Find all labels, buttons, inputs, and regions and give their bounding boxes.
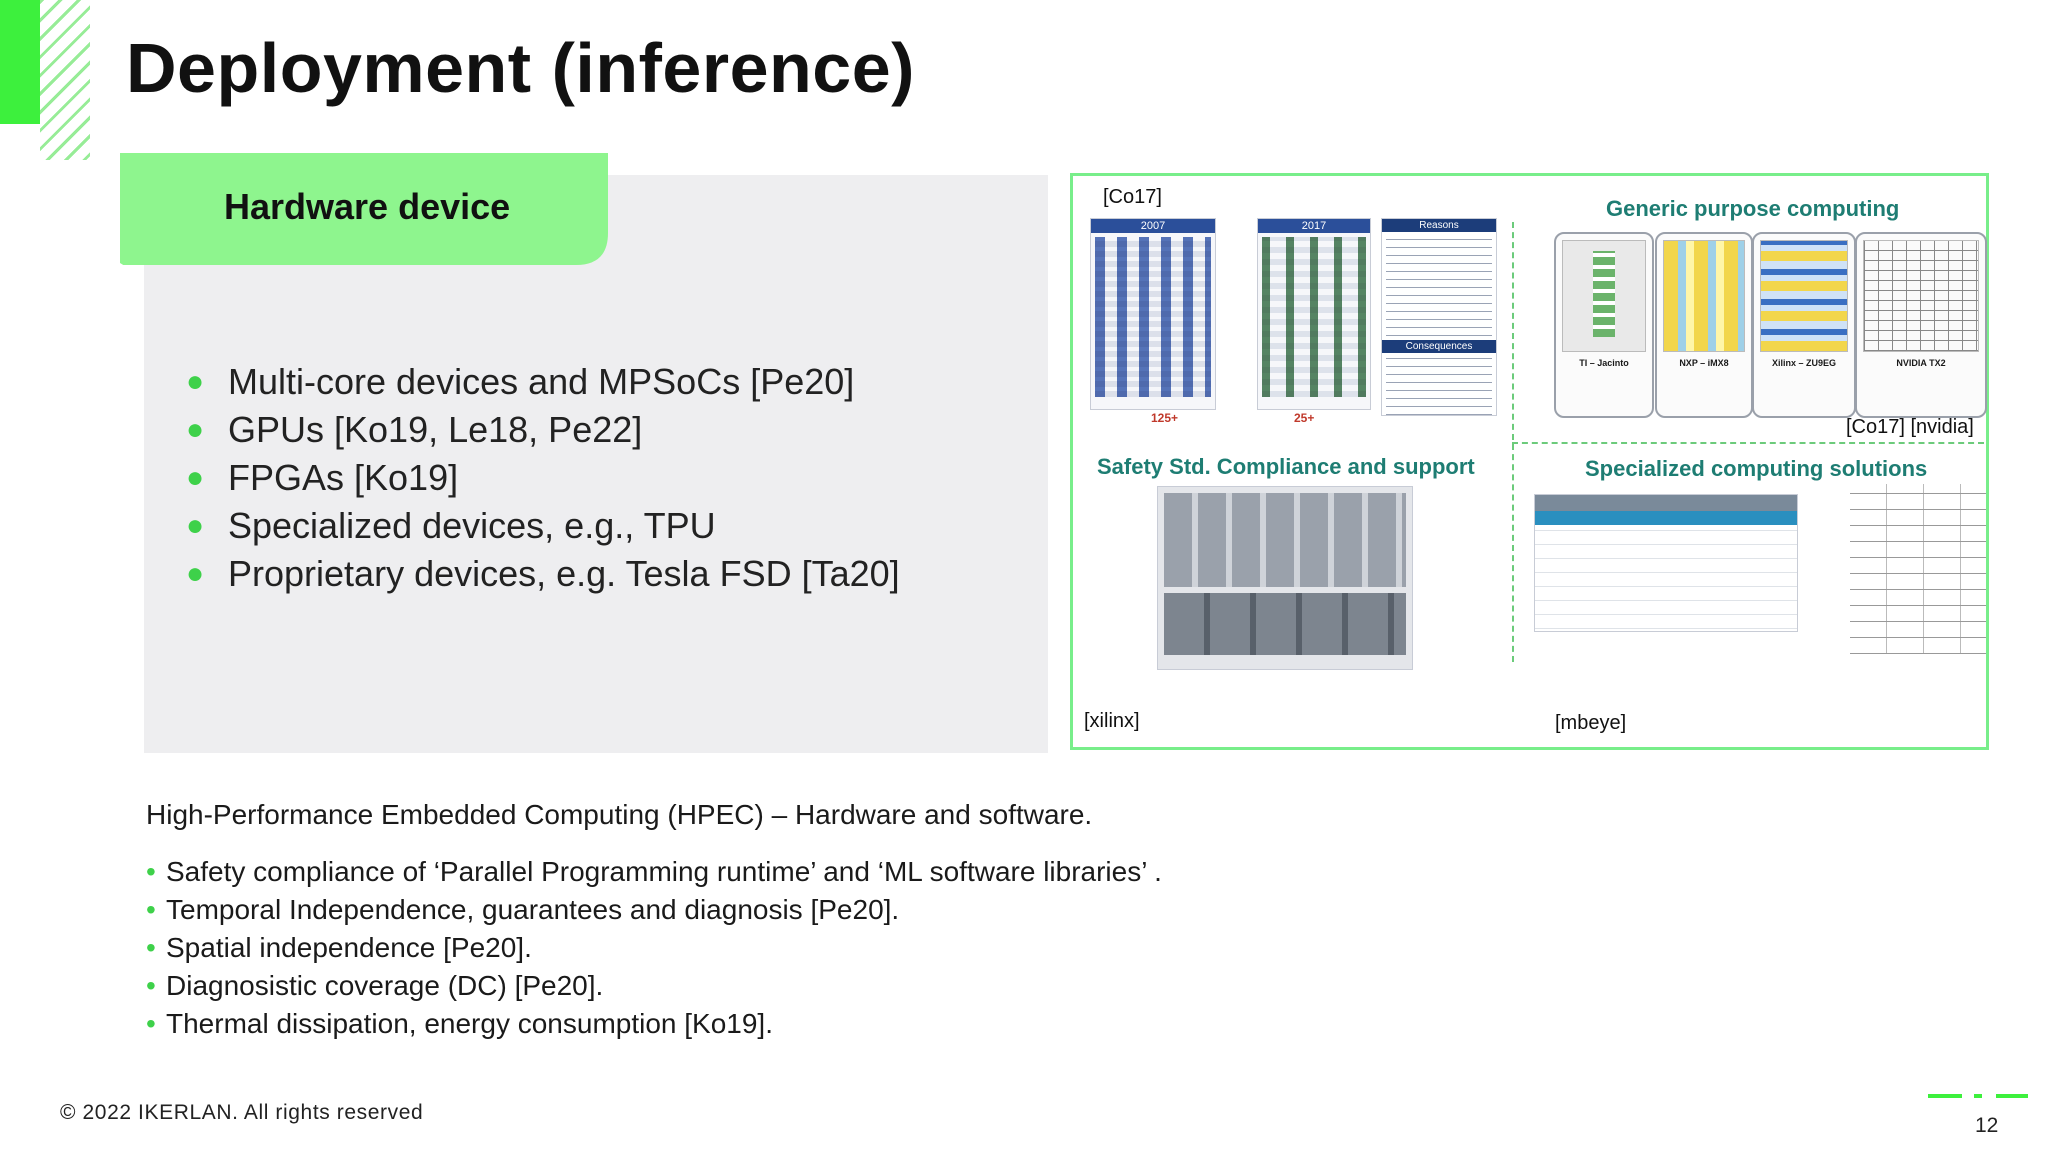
list-item-text: Diagnosistic coverage (DC) [Pe20]. bbox=[166, 970, 604, 1001]
mobileye-block-diagram bbox=[1850, 484, 1986, 654]
list-item-text: Temporal Independence, guarantees and di… bbox=[166, 894, 900, 925]
list-item-text: FPGAs [Ko19] bbox=[228, 457, 459, 498]
reasons-box: Reasons Consequences bbox=[1381, 218, 1497, 416]
generic-computing-title: Generic purpose computing bbox=[1606, 196, 1900, 221]
bullet-icon: ● bbox=[186, 509, 205, 542]
list-item-text: Thermal dissipation, energy consumption … bbox=[166, 1008, 773, 1039]
bullet-icon: ● bbox=[186, 461, 205, 494]
bullet-icon: • bbox=[146, 894, 156, 925]
citation-mbeye: [mbeye] bbox=[1555, 712, 1627, 734]
bullet-icon: • bbox=[146, 970, 156, 1001]
header-accent-bar bbox=[0, 0, 40, 124]
year-label-2017: 2017 bbox=[1258, 219, 1370, 233]
hardware-tab-banner bbox=[120, 153, 608, 265]
list-item: ● GPUs [Ko19, Le18, Pe22] bbox=[180, 406, 900, 454]
list-item-text: Safety compliance of ‘Parallel Programmi… bbox=[166, 856, 1162, 887]
bullet-icon: ● bbox=[186, 365, 205, 398]
chip-name: TI – Jacinto bbox=[1579, 358, 1629, 368]
footer-accent-dashes bbox=[1928, 1094, 2028, 1098]
list-item: • Safety compliance of ‘Parallel Programm… bbox=[146, 853, 1162, 891]
vendor-logos-2017: 2017 bbox=[1257, 218, 1371, 410]
bullet-icon: • bbox=[146, 856, 156, 887]
year-label-2007: 2007 bbox=[1091, 219, 1215, 233]
vendor-logos-2007: 2007 bbox=[1090, 218, 1216, 410]
reasons-label: Reasons bbox=[1382, 219, 1496, 232]
bullet-icon: ● bbox=[186, 557, 205, 590]
list-item: ● FPGAs [Ko19] bbox=[180, 454, 900, 502]
list-item: • Temporal Independence, guarantees and d… bbox=[146, 891, 1162, 929]
count-2017: 25+ bbox=[1294, 411, 1315, 425]
xilinx-block-diagram bbox=[1157, 486, 1413, 670]
citation-xilinx: [xilinx] bbox=[1084, 710, 1140, 732]
citation-co17: [Co17] bbox=[1103, 186, 1162, 208]
list-item: ● Specialized devices, e.g., TPU bbox=[180, 502, 900, 550]
nvidia-spec-table bbox=[1534, 494, 1798, 632]
safety-compliance-title: Safety Std. Compliance and support bbox=[1097, 454, 1475, 479]
list-item: • Thermal dissipation, energy consumption… bbox=[146, 1005, 1162, 1043]
count-2007: 125+ bbox=[1151, 411, 1179, 425]
list-item-text: Proprietary devices, e.g. Tesla FSD [Ta2… bbox=[228, 553, 900, 594]
list-item-text: Specialized devices, e.g., TPU bbox=[228, 505, 716, 546]
hpec-heading: High-Performance Embedded Computing (HPE… bbox=[146, 799, 1093, 830]
copyright-footer: © 2022 IKERLAN. All rights reserved bbox=[60, 1101, 424, 1124]
bullet-icon: • bbox=[146, 1008, 156, 1039]
list-item: ● Multi-core devices and MPSoCs [Pe20] bbox=[180, 358, 900, 406]
figure-divider-horizontal bbox=[1512, 442, 1984, 444]
list-item: • Spatial independence [Pe20]. bbox=[146, 929, 1162, 967]
hardware-tab-label: Hardware device bbox=[224, 186, 511, 227]
chip-name: NXP – iMX8 bbox=[1679, 358, 1729, 368]
consequences-label: Consequences bbox=[1382, 340, 1496, 353]
chip-name: Xilinx – ZU9EG bbox=[1771, 358, 1837, 368]
chip-card: NXP – iMX8 bbox=[1655, 232, 1753, 418]
hpec-requirements-list: • Safety compliance of ‘Parallel Programm… bbox=[146, 853, 1162, 1043]
specialized-computing-title: Specialized computing solutions bbox=[1585, 456, 1928, 481]
bullet-icon: • bbox=[146, 932, 156, 963]
list-item-text: Spatial independence [Pe20]. bbox=[166, 932, 532, 963]
bullet-icon: ● bbox=[186, 413, 205, 446]
chip-card: TI – Jacinto bbox=[1554, 232, 1654, 418]
slide-title: Deployment (inference) bbox=[126, 29, 915, 107]
chip-card: NVIDIA TX2 bbox=[1855, 232, 1987, 418]
chip-card: Xilinx – ZU9EG bbox=[1752, 232, 1856, 418]
hardware-panel bbox=[144, 175, 1048, 753]
list-item: • Diagnosistic coverage (DC) [Pe20]. bbox=[146, 967, 1162, 1005]
list-item: ● Proprietary devices, e.g. Tesla FSD [Ta… bbox=[180, 550, 900, 598]
page-number: 12 bbox=[1975, 1114, 1999, 1137]
citation-co17-nvidia: [Co17] [nvidia] bbox=[1846, 416, 1974, 438]
list-item-text: GPUs [Ko19, Le18, Pe22] bbox=[228, 409, 643, 450]
header-accent-hatch bbox=[40, 0, 90, 160]
hardware-device-list: ● Multi-core devices and MPSoCs [Pe20] ● G… bbox=[180, 358, 900, 598]
chip-name: NVIDIA TX2 bbox=[1896, 358, 1946, 368]
list-item-text: Multi-core devices and MPSoCs [Pe20] bbox=[228, 361, 855, 402]
